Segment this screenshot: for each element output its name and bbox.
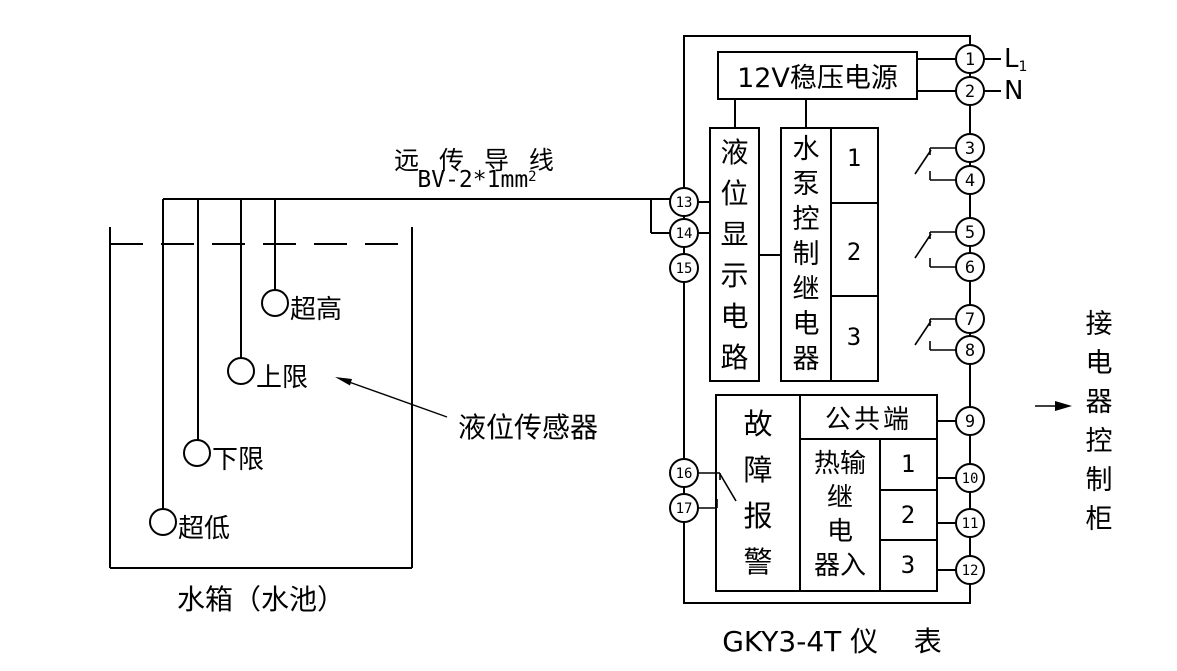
switch-7-8 [914,318,956,351]
tank-label: 水箱（水池） [176,583,345,616]
power-box [717,51,1001,128]
sensor-label-chao-di: 超低 [178,514,231,544]
terminal-16-label: 16 [676,466,693,482]
alarm-thermal-block [715,394,956,592]
remote-wire-spec-superscript: 2 [528,169,537,185]
terminal-11-label: 11 [962,516,979,532]
remote-wire-spec-main: BV-2*1mm [417,167,529,193]
pump-relay-box [759,127,879,382]
terminal-5-label: 5 [965,223,975,243]
terminal-8-label: 8 [965,341,975,361]
tank-outline [109,227,413,569]
terminal-3: 3 [955,133,985,163]
terminal-15-label: 15 [676,261,693,277]
terminal-6-label: 6 [965,258,975,278]
thermal-relay-channel-numbers: 1 2 3 [901,450,915,579]
pump-channel-2: 2 [847,238,861,266]
power-label-l1-main: L [1004,44,1019,74]
level-display-label: 液 位 显 示 电 路 [720,135,749,374]
terminal-7-label: 7 [965,310,975,330]
terminal-14-label: 14 [676,226,693,242]
terminal-17-label: 17 [676,501,693,517]
thermal-relay-in-label: 热输 继 电 器入 [813,449,866,581]
terminal-5: 5 [955,217,985,247]
terminal-10: 10 [955,463,985,493]
sensor-circle-chao-di [149,508,177,536]
terminal-13-label: 13 [676,195,693,211]
terminal-4-label: 4 [965,171,975,191]
sensor-label-shang-xian: 上限 [256,363,309,393]
terminal-12: 12 [955,555,985,585]
terminal-14: 14 [669,218,699,248]
terminal-4: 4 [955,165,985,195]
fault-alarm-label: 故 障 报 警 [743,407,773,579]
sensor-wires [162,198,670,509]
pump-relay-label: 水 泵 控 制 继 电 器 [792,134,820,375]
sensor-circle-chao-gao [261,289,289,317]
terminal-3-label: 3 [965,139,975,159]
switch-5-6 [914,231,956,268]
terminal-11: 11 [955,508,985,538]
terminal-17: 17 [669,493,699,523]
pump-channel-3: 3 [847,323,861,351]
terminal-1-label: 1 [965,50,975,70]
sensor-pointer-arrow [335,377,448,418]
power-box-label: 12V稳压电源 [737,63,898,94]
terminal-16: 16 [669,458,699,488]
sensor-label-chao-gao: 超高 [290,295,343,325]
destination-arrow [1035,401,1072,411]
left-terminal-stubs [699,201,710,234]
terminal-12-label: 12 [962,563,979,579]
remote-wire-title: 远 传 导 线 [394,146,560,175]
terminal-9-label: 9 [965,412,975,432]
terminal-2-label: 2 [965,82,975,102]
thermal-channel-3: 3 [901,551,915,579]
sensor-label-xia-xian: 下限 [212,445,265,475]
instrument-title: GKY3-4T 仪 表 [722,625,942,658]
power-label-l1-subscript: 1 [1018,59,1028,75]
switch-16-17 [699,472,737,509]
terminal-circles: 1 2 3 4 5 6 7 8 9 10 11 12 13 14 15 16 1… [669,44,985,585]
pump-relay-channel-numbers: 1 2 3 [847,144,861,351]
pump-channel-1: 1 [847,144,861,172]
power-label-l1: L1 [1004,44,1027,75]
terminal-7: 7 [955,304,985,334]
terminal-1: 1 [955,44,985,74]
sensor-circle-shang-xian [227,357,255,385]
terminal-10-label: 10 [962,471,979,487]
power-label-n: N [1004,76,1024,106]
terminal-13: 13 [669,187,699,217]
thermal-channel-1: 1 [901,450,915,478]
terminal-6: 6 [955,252,985,282]
terminal-2: 2 [955,76,985,106]
switch-symbols [699,147,956,509]
terminal-15: 15 [669,253,699,283]
common-terminal-label: 公共端 [824,404,912,435]
switch-3-4 [914,147,956,181]
remote-wire-spec: BV-2*1mm2 [377,167,577,193]
thermal-channel-2: 2 [901,501,915,529]
terminal-8: 8 [955,335,985,365]
destination-label: 接 电 器 控 制 柜 [1085,309,1113,535]
terminal-9: 9 [955,406,985,436]
sensor-circle-xia-xian [183,439,211,467]
sensor-pointer-label: 液位传感器 [458,411,599,444]
sensor-electrode-circles [149,289,289,536]
